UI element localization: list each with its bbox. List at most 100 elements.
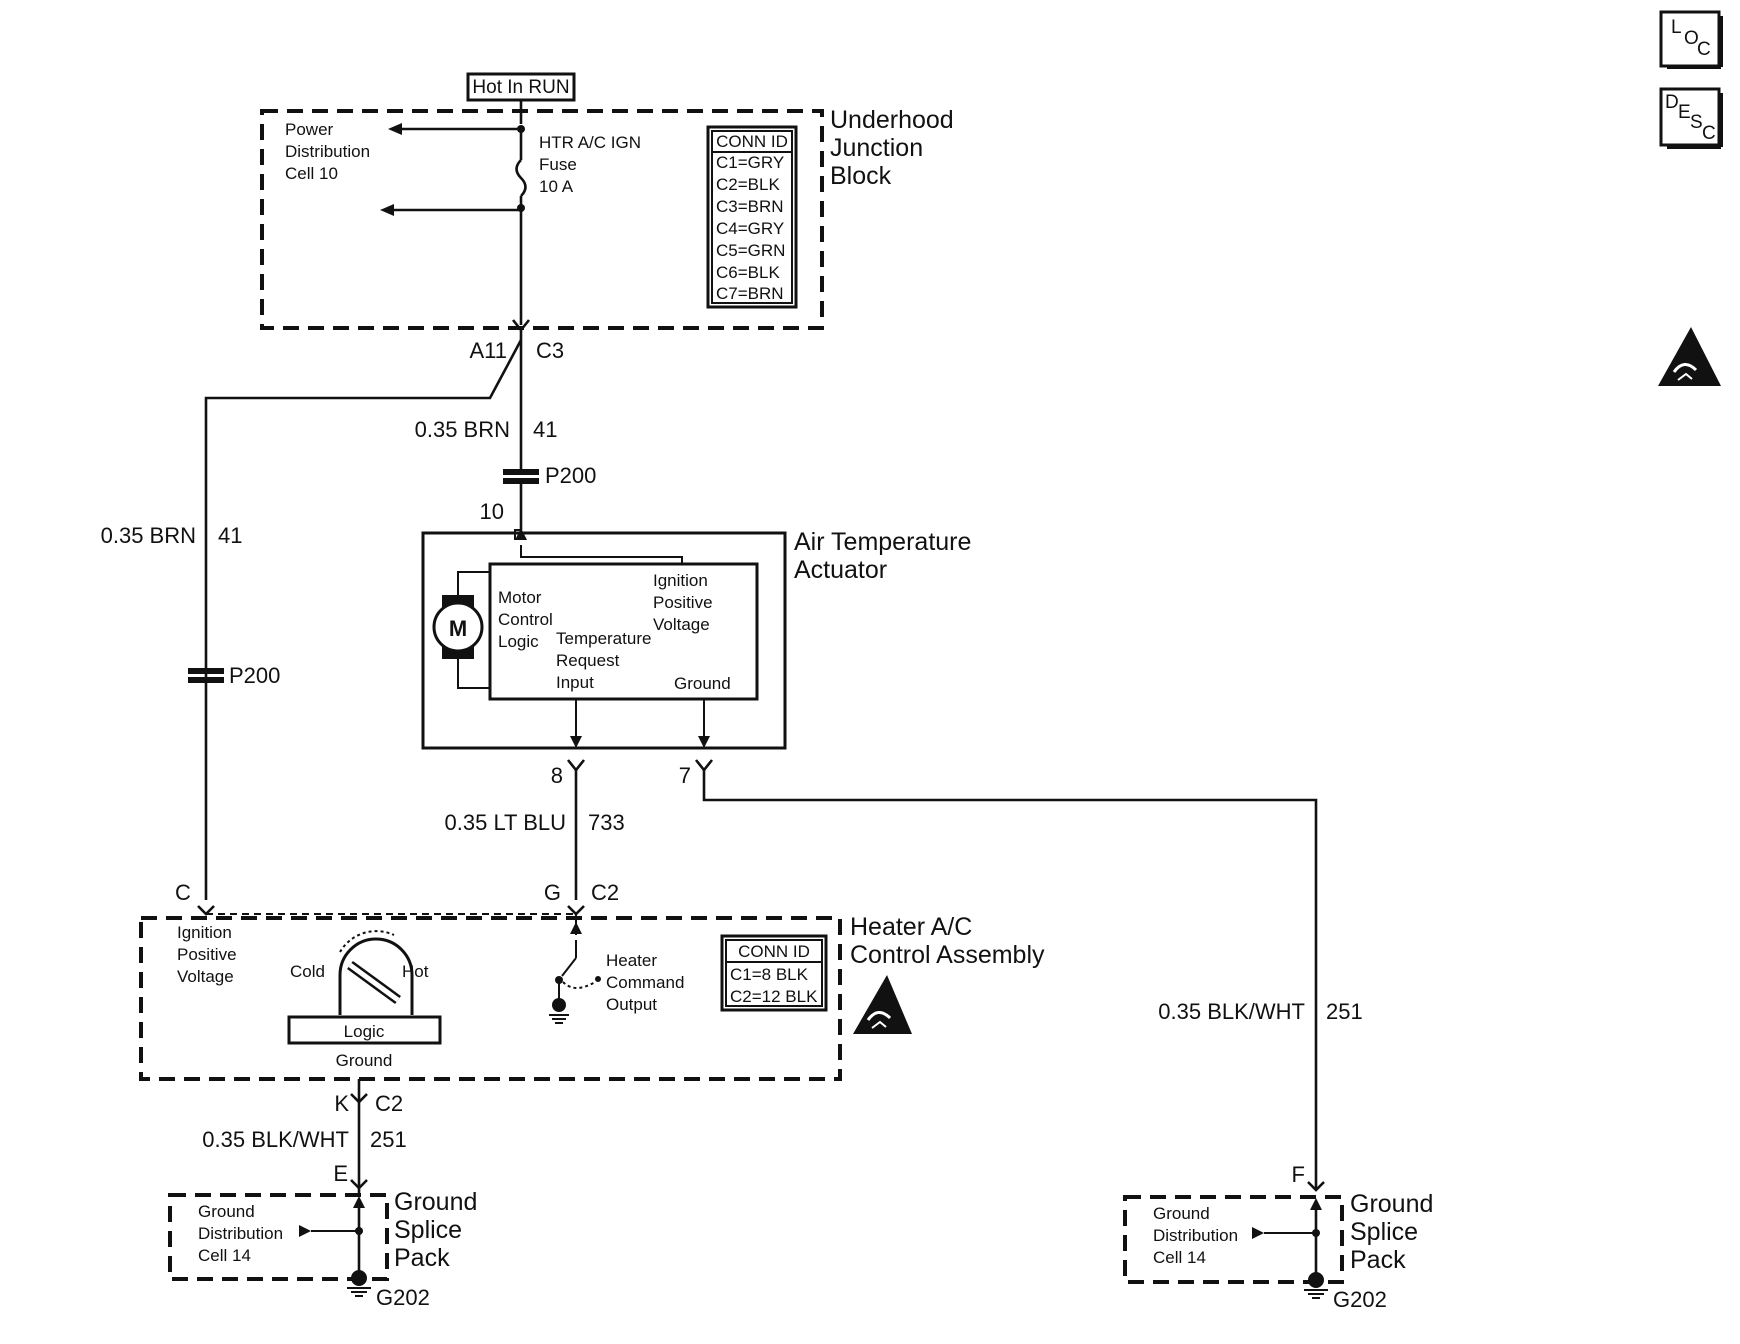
hvac-conn-k: C2	[375, 1091, 403, 1116]
connector-symbol	[197, 905, 215, 916]
wire-blk-wht-right-label: 0.35 BLK/WHT	[1158, 999, 1305, 1024]
motor-control-logic-box	[488, 562, 759, 701]
wire-left-brn	[204, 339, 523, 900]
logic-box	[287, 1015, 442, 1045]
hvac-pin-c: C	[175, 880, 191, 905]
wire-blk-wht-right	[702, 770, 1318, 1188]
arrow-right-icon	[299, 1225, 311, 1237]
loc-button[interactable]: L O C	[1659, 10, 1723, 69]
pin-a11: A11	[469, 338, 507, 363]
ground-splice-pack-right	[1123, 1195, 1344, 1284]
fuse-icon	[515, 159, 527, 197]
actuator-ground-label: Ground	[674, 674, 731, 693]
svg-text:C1=8 BLK: C1=8 BLK	[730, 965, 809, 984]
wire-main-brn-circuit: 41	[533, 417, 557, 442]
svg-text:D: D	[1665, 92, 1679, 113]
heater-ac-control-assembly	[139, 916, 842, 1081]
svg-text:CONN ID: CONN ID	[716, 132, 788, 151]
gsp-left-ground-id: G202	[376, 1285, 430, 1310]
fuse-label: HTR A/C IGN Fuse 10 A	[539, 133, 646, 196]
arrow-left-icon	[388, 123, 402, 135]
wire-blk-wht-left-circuit: 251	[370, 1127, 407, 1152]
hvac-conn-c2: C2	[591, 880, 619, 905]
wire-lt-blu-label: 0.35 LT BLU	[445, 810, 566, 835]
gsp-right-cell-label: Ground Distribution Cell 14	[1153, 1204, 1243, 1267]
hvac-conn-id-table: CONN ID C1=8 BLK C2=12 BLK	[720, 934, 828, 1012]
gsp-right-title: Ground Splice Pack	[1350, 1190, 1440, 1274]
gsp-left-pin: E	[333, 1161, 348, 1186]
wire-main-brn-label: 0.35 BRN	[415, 417, 510, 442]
svg-text:L: L	[1671, 17, 1682, 38]
connector-symbol	[566, 759, 586, 773]
connector-symbol	[350, 1179, 368, 1190]
svg-text:S: S	[1690, 112, 1703, 133]
arrow-up-icon	[570, 922, 582, 934]
esd-warning-icon	[853, 975, 912, 1034]
gsp-right-ground-id: G202	[1333, 1287, 1387, 1312]
underhood-junction-block	[260, 109, 824, 330]
cold-label: Cold	[290, 962, 325, 981]
hvac-title: Heater A/C Control Assembly	[850, 913, 1045, 969]
actuator-title: Air Temperature Actuator	[794, 528, 978, 584]
arrow-up-icon	[1310, 1198, 1322, 1210]
svg-text:C5=GRN: C5=GRN	[716, 241, 785, 260]
power-distribution-label: Power Distribution Cell 10	[285, 120, 375, 183]
esd-warning-icon[interactable]	[1658, 327, 1721, 386]
arrow-up-icon	[515, 528, 527, 540]
ignition-positive-label: Ignition Positive Voltage	[653, 571, 717, 634]
arrow-right-icon	[1252, 1227, 1264, 1239]
connector-symbol	[694, 759, 714, 773]
actuator-pin-10: 10	[480, 499, 504, 524]
motor-symbol: M	[449, 616, 467, 641]
p200-main-label: P200	[545, 463, 596, 488]
svg-text:O: O	[1684, 28, 1699, 49]
p200-left-label: P200	[229, 663, 280, 688]
svg-text:C2=BLK: C2=BLK	[716, 175, 780, 194]
ground-splice-pack-left	[168, 1193, 389, 1281]
hot-label: Hot	[402, 962, 429, 981]
svg-text:C4=GRY: C4=GRY	[716, 219, 784, 238]
p200-main-splice	[503, 469, 539, 484]
air-temperature-actuator	[421, 531, 787, 750]
gsp-left-cell-label: Ground Distribution Cell 14	[198, 1202, 288, 1265]
arrow-left-icon	[380, 204, 394, 216]
svg-text:C3=BRN: C3=BRN	[716, 197, 784, 216]
ujb-title: Underhood Junction Block	[830, 106, 961, 190]
connector-c3: C3	[536, 338, 564, 363]
ujb-conn-id-table: CONN ID C1=GRY C2=BLK C3=BRN C4=GRY C5=G…	[706, 125, 798, 309]
hvac-ignition-label: Ignition Positive Voltage	[177, 923, 241, 986]
p200-left-splice	[188, 668, 224, 683]
motor-control-label: Motor Control Logic	[498, 588, 558, 651]
svg-text:C6=BLK: C6=BLK	[716, 263, 780, 282]
actuator-pin-8: 8	[551, 763, 563, 788]
wire-blk-wht-left-label: 0.35 BLK/WHT	[202, 1127, 349, 1152]
svg-text:C2=12 BLK: C2=12 BLK	[730, 987, 818, 1006]
svg-text:CONN ID: CONN ID	[738, 942, 810, 961]
svg-text:C: C	[1702, 123, 1716, 144]
heater-command-label: Heater Command Output	[606, 951, 689, 1014]
wire-lt-blu-circuit: 733	[588, 810, 625, 835]
temperature-knob	[338, 937, 414, 1015]
wire-blk-wht-right-circuit: 251	[1326, 999, 1363, 1024]
hvac-pin-g: G	[544, 880, 561, 905]
svg-text:C7=BRN: C7=BRN	[716, 284, 784, 303]
svg-text:E: E	[1678, 102, 1691, 123]
arrow-down-icon	[698, 736, 710, 748]
hvac-pin-k: K	[334, 1091, 349, 1116]
actuator-pin-7: 7	[679, 763, 691, 788]
hvac-ground-label: Ground	[336, 1051, 393, 1070]
svg-text:C1=GRY: C1=GRY	[716, 153, 784, 172]
motor-icon	[432, 601, 484, 653]
arrow-down-icon	[570, 736, 582, 748]
connector-symbol	[567, 905, 585, 916]
ground-icon	[1304, 1272, 1328, 1299]
temperature-request-label: Temperature Request Input	[556, 629, 656, 692]
hot-in-run-label: Hot In RUN	[472, 77, 569, 98]
gsp-left-title: Ground Splice Pack	[394, 1188, 484, 1272]
logic-label: Logic	[344, 1022, 385, 1041]
desc-button[interactable]: D E S C	[1659, 87, 1723, 149]
ground-icon	[549, 998, 569, 1024]
gsp-right-pin: F	[1292, 1162, 1305, 1187]
arrow-up-icon	[353, 1196, 365, 1208]
